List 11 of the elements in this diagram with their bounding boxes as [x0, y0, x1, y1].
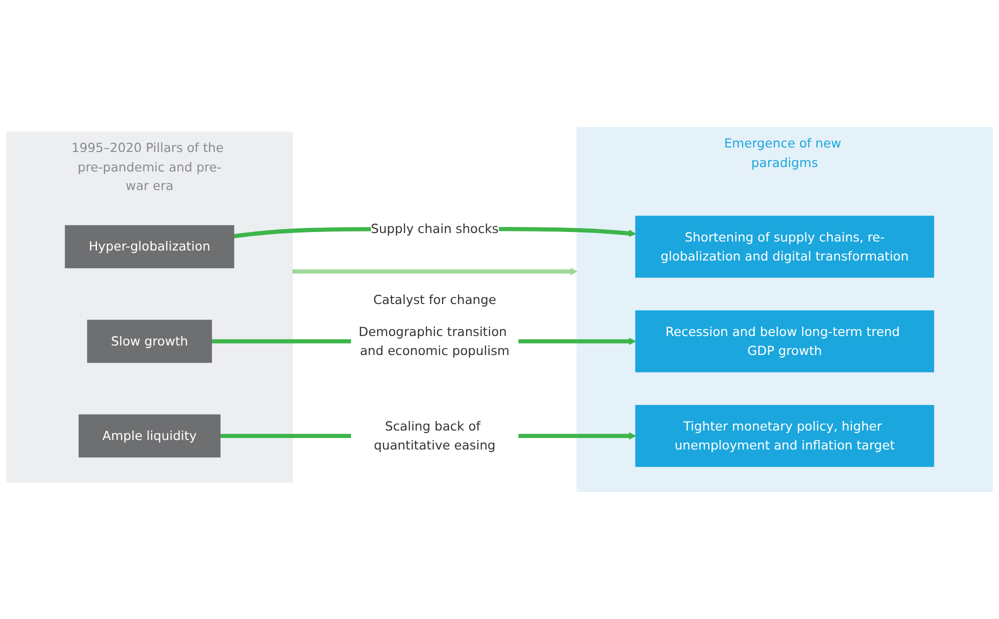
node-box: Hyper-globalization — [64, 225, 234, 268]
node-box: Slow growth — [87, 320, 212, 363]
edge-label: Scaling back of quantitative easing — [374, 418, 496, 453]
node-box: Tighter monetary policy, higher unemployment and inflation target — [635, 404, 934, 467]
edge-label: Supply chain shocks — [370, 221, 499, 236]
edge-label: Demographic transition and economic populism — [358, 324, 510, 358]
edge-label: Catalyst for change — [373, 292, 496, 308]
node-box: Ample liquidity — [78, 414, 221, 458]
node-box: Recession and below long-term trend GDP growth — [635, 310, 934, 372]
node-box: Shortening of supply chains, re-globalization and digital transformation — [635, 216, 934, 278]
arrow — [292, 268, 578, 276]
